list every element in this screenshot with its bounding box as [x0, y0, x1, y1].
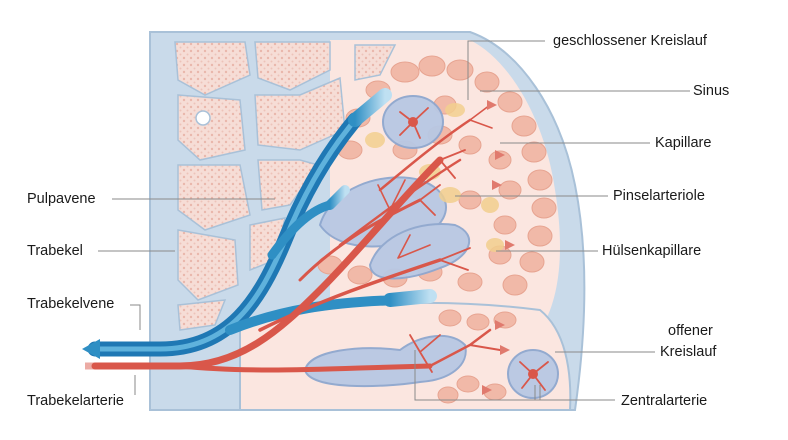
label-central-artery: Zentralarterie — [621, 393, 708, 409]
label-sheathed-capillary: Hülsenkapillare — [602, 243, 702, 259]
label-open-circulation-line2: Kreislauf — [660, 344, 717, 360]
label-capillary: Kapillare — [655, 135, 712, 151]
leader-lines — [98, 40, 690, 401]
arteries — [91, 104, 549, 391]
label-open-circulation-line1: offener — [668, 323, 713, 339]
central-artery-cross-section-1 — [408, 117, 418, 127]
flow-arrows — [482, 100, 515, 395]
label-trabecular-artery: Trabekelarterie — [27, 393, 124, 409]
label-pulp-vein: Pulpavene — [27, 191, 96, 207]
label-penicillar-arteriole: Pinselarteriole — [613, 188, 705, 204]
trabecular-meshwork — [174, 41, 397, 331]
label-closed-circulation: geschlossener Kreislauf — [553, 33, 707, 49]
vein-outflow-arrow — [82, 339, 100, 359]
label-trabecula: Trabekel — [27, 243, 83, 259]
label-sinus: Sinus — [693, 83, 730, 99]
label-trabecular-vein: Trabekelvene — [27, 296, 115, 312]
central-artery-cross-section-2 — [528, 369, 538, 379]
